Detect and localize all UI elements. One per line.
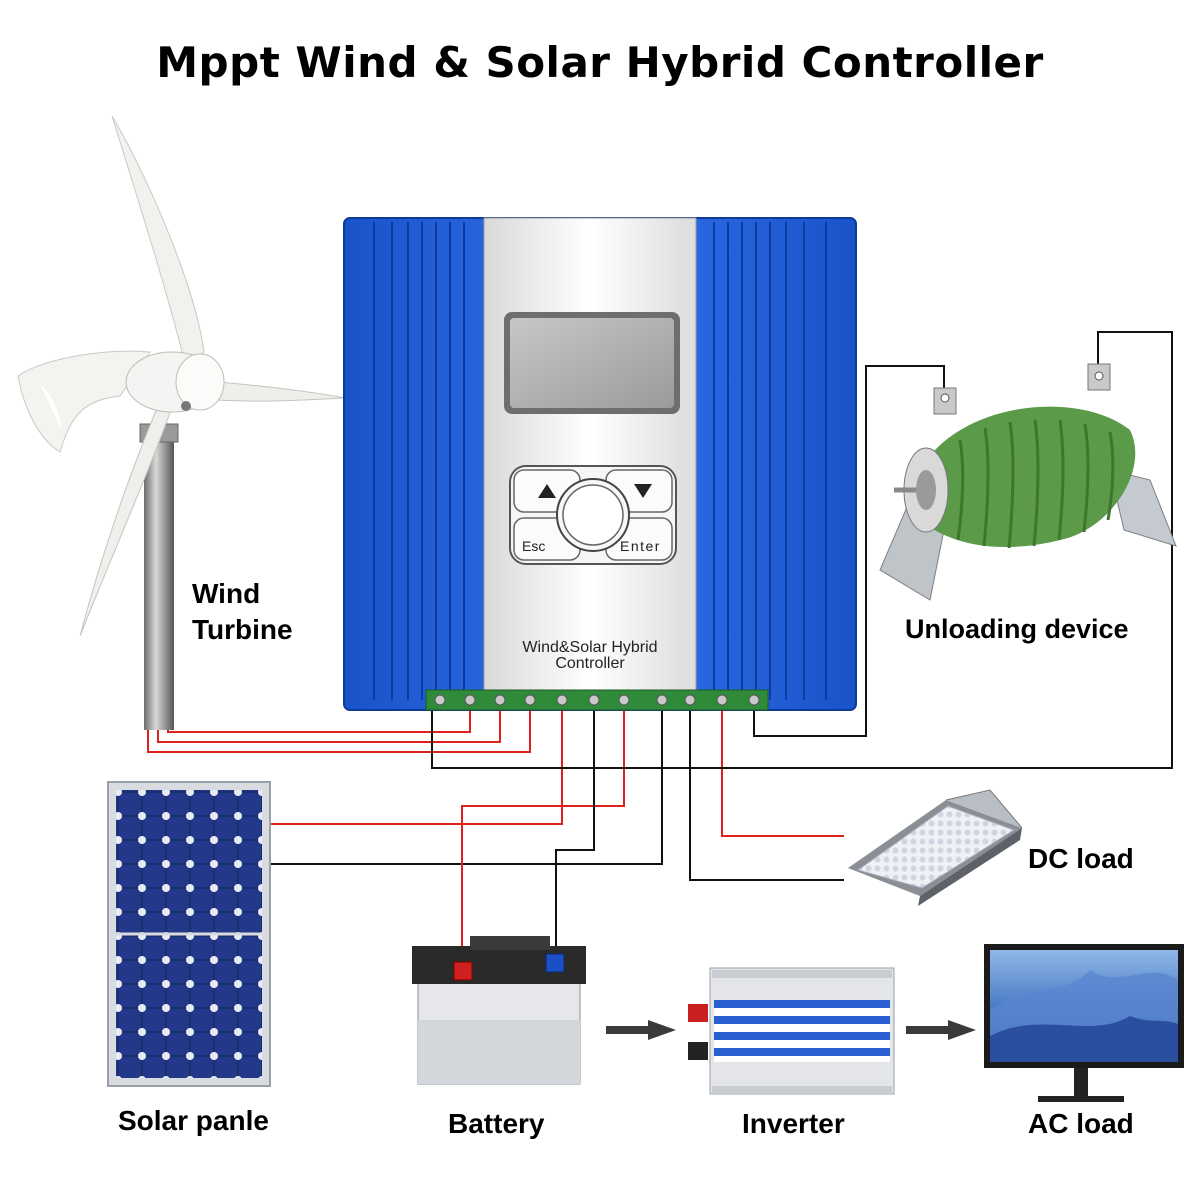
enter-button-label: Enter [620,538,661,554]
unloading-device-label: Unloading device [905,614,1129,644]
wire-dump-2 [431,331,1173,769]
wind-turbine-image [17,115,347,730]
wire-battery-pos [461,700,625,960]
controller: Esc Enter Wind&Solar Hybrid Controller [343,217,857,711]
controller-label-line2: Controller [555,655,625,672]
esc-button-label: Esc [522,538,545,554]
arrow-battery-to-inverter [606,1020,676,1040]
terminal-screws [434,694,760,706]
ac-load-label: AC load [1028,1108,1134,1139]
wire-solar-pos [268,700,563,825]
wire-battery-neg [555,700,595,952]
triangle-up-icon [538,484,556,498]
battery-image [412,936,586,1085]
arrow-inverter-to-ac-load [906,1020,976,1040]
solar-panel-image [107,781,271,1087]
wind-turbine-label-line2: Turbine [192,614,293,645]
keypad: Esc Enter [509,465,677,565]
inverter-label: Inverter [742,1108,845,1139]
wire-dump-1 [753,365,945,737]
battery-label: Battery [448,1108,545,1139]
inverter-image [688,967,895,1095]
unloading-device-image [879,363,1177,601]
page-title: Mppt Wind & Solar Hybrid Controller [156,38,1044,87]
controller-faceplate [483,217,697,697]
triangle-down-icon [634,484,652,498]
solar-panel-label: Solar panle [118,1105,269,1136]
wind-turbine-label-line1: Wind [192,578,260,609]
wire-dc-neg [689,700,844,881]
controller-fins [373,222,827,700]
wire-solar-neg [268,700,663,865]
controller-label-line1: Wind&Solar Hybrid [522,639,657,656]
wire-dc-pos [721,700,844,837]
center-button[interactable] [556,478,630,552]
dc-load-image [848,789,1023,906]
dc-load-label: DC load [1028,843,1134,874]
ac-load-image [984,944,1184,1102]
